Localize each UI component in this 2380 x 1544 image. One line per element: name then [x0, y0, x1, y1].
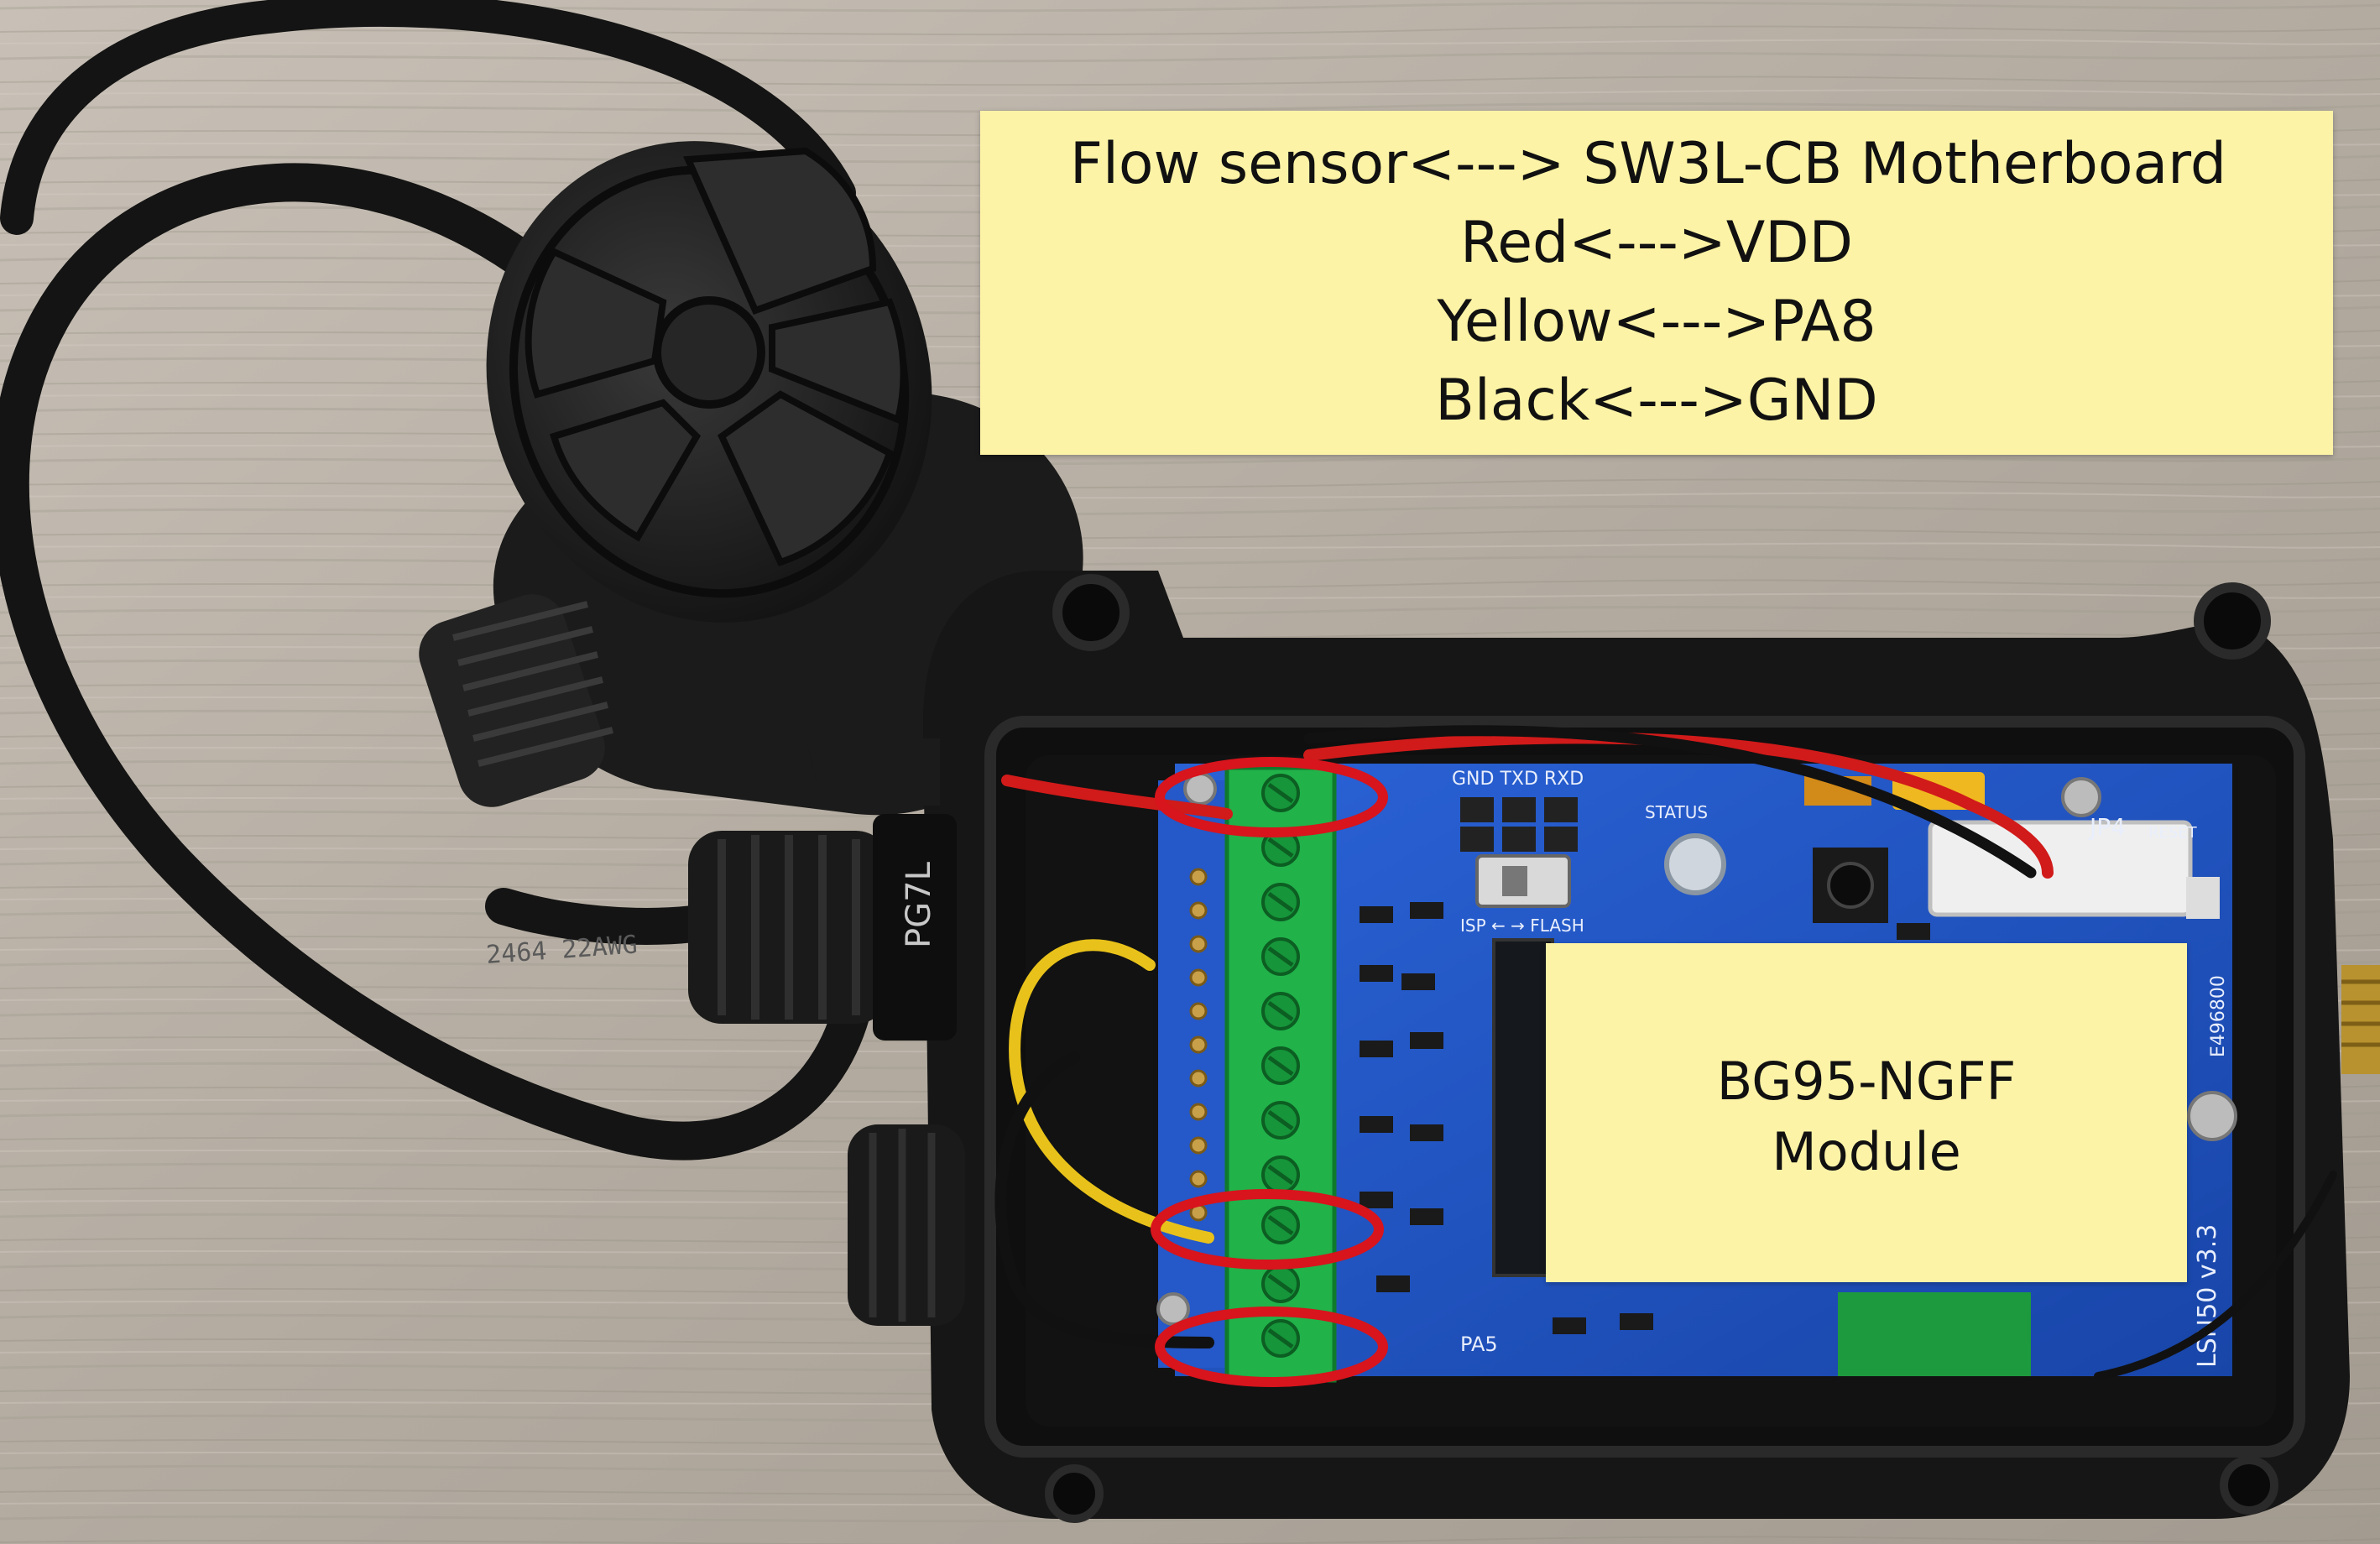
terminal-block: [1224, 765, 1337, 1383]
wiring-note-line-black: Black<--->GND: [1435, 368, 1878, 434]
cable-gland-top: PG7L: [688, 814, 957, 1041]
cable-gland-bottom: [848, 1124, 965, 1326]
gnd-highlight: [1155, 1307, 1388, 1387]
module-note-line-2: Module: [1772, 1121, 1961, 1182]
black-wire-antenna: [2094, 1171, 2337, 1380]
module-note: BG95-NGFF Module: [1546, 943, 2187, 1282]
module-note-line-1: BG95-NGFF: [1716, 1051, 2017, 1112]
black-wire-board: [1303, 725, 2037, 879]
wiring-note-line-header: Flow sensor<---> SW3L-CB Motherboard: [1069, 131, 2227, 197]
red-wire: [1001, 775, 1233, 820]
silk-reset: RESET: [2148, 824, 2198, 842]
pin-highlights: [1151, 757, 1388, 1387]
silk-serial: E496800: [2208, 975, 2229, 1057]
silk-isp-flash: ISP ← → FLASH: [1460, 915, 1584, 936]
silk-model: LSN50 v3.3: [2193, 1224, 2222, 1368]
gland-label: PG7L: [900, 861, 938, 948]
green-module: [1838, 1292, 2031, 1376]
antenna-connector: [2341, 965, 2380, 1074]
wires: [994, 725, 2337, 1380]
wiring-note-line-red: Red<--->VDD: [1460, 210, 1853, 276]
status-led: [1664, 833, 1726, 895]
ngff-slot: [1492, 938, 1554, 1277]
wiring-note: Flow sensor<---> SW3L-CB Motherboard Red…: [980, 111, 2333, 455]
yellow-wire: [1009, 939, 1214, 1244]
red-wire-board: [1303, 732, 2054, 879]
silk-header-pins: GND TXD RXD: [1452, 769, 1584, 790]
silk-jp4: JP4: [2088, 813, 2126, 841]
pa8-highlight: [1151, 1189, 1384, 1270]
silk-pa5: PA5: [1460, 1333, 1498, 1356]
silk-status: STATUS: [1645, 802, 1708, 822]
vdd-highlight: [1155, 757, 1388, 837]
black-wire: [994, 1051, 1214, 1348]
wiring-note-line-yellow: Yellow<--->PA8: [1437, 289, 1876, 355]
